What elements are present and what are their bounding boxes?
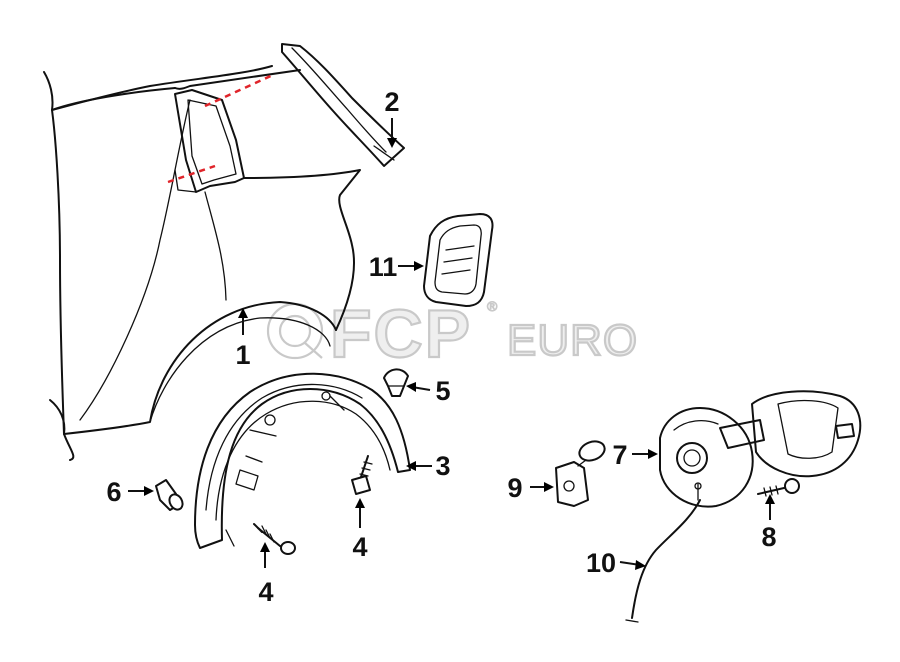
arrowhead-4a xyxy=(260,542,270,552)
callout-2: 2 xyxy=(384,87,399,117)
callout-11: 11 xyxy=(369,252,398,282)
callout-7: 7 xyxy=(612,440,627,470)
callout-8: 8 xyxy=(761,522,776,552)
part-pillar-trim xyxy=(281,43,405,167)
callout-3: 3 xyxy=(435,451,450,481)
watermark-suffix: EURO xyxy=(507,316,638,365)
callout-10: 10 xyxy=(586,548,616,578)
part-clip xyxy=(383,368,409,397)
cut-line-upper xyxy=(204,72,276,108)
part-release-cable xyxy=(625,499,701,623)
watermark-logo-icon xyxy=(266,302,324,360)
part-quarter-panel xyxy=(43,65,361,461)
part-screw-right xyxy=(757,478,800,497)
arrowhead-8 xyxy=(765,494,775,504)
callout-4-center: 4 xyxy=(352,532,367,562)
callout-1: 1 xyxy=(235,340,250,370)
part-fuel-housing xyxy=(423,213,494,307)
arrowhead-11 xyxy=(414,261,424,271)
part-screw-left xyxy=(253,523,296,555)
arrowhead-4b xyxy=(355,498,365,508)
arrowhead-7 xyxy=(648,449,658,459)
cut-line-lower xyxy=(167,164,216,184)
callout-6: 6 xyxy=(106,477,121,507)
arrowhead-2 xyxy=(387,138,397,148)
arrowhead-9 xyxy=(544,482,554,492)
callout-4-left: 4 xyxy=(258,577,273,607)
part-wheel-liner xyxy=(194,372,411,549)
watermark: FCP ® EURO xyxy=(266,295,638,373)
arrowhead-1 xyxy=(238,308,248,318)
part-bolt-center xyxy=(351,455,373,495)
watermark-registered: ® xyxy=(487,298,498,314)
arrowhead-5 xyxy=(406,382,416,392)
callout-9: 9 xyxy=(507,473,522,503)
arrowhead-3 xyxy=(406,461,416,471)
part-actuator xyxy=(555,440,606,507)
watermark-brand: FCP xyxy=(330,296,472,372)
part-push-fastener xyxy=(155,479,184,511)
part-fuel-door xyxy=(659,390,862,508)
callout-5: 5 xyxy=(435,376,450,406)
callout-labels: 1 2 3 4 4 5 6 7 8 9 10 11 xyxy=(106,87,776,607)
leader-lines xyxy=(128,118,775,570)
cut-lines xyxy=(167,72,276,184)
arrowhead-6 xyxy=(144,486,154,496)
arrowhead-10 xyxy=(635,560,646,570)
